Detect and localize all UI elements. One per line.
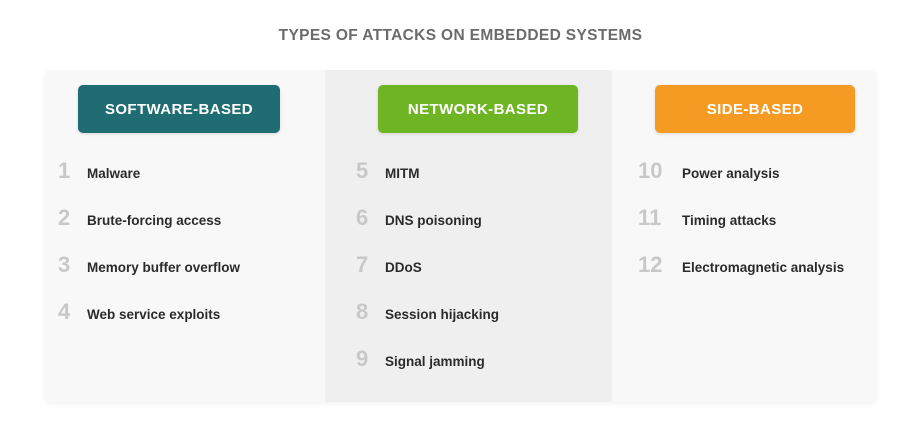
list-item-label: Brute-forcing access <box>87 213 222 228</box>
list-item-number: 9 <box>356 346 369 371</box>
list-item: 3 Memory buffer overflow <box>58 254 240 301</box>
list-item-number: 6 <box>356 205 369 230</box>
list-item: 4 Web service exploits <box>58 301 240 348</box>
list-side-based: 10 Power analysis 11 Timing attacks 12 E… <box>638 160 844 301</box>
list-item: 1 Malware <box>58 160 240 207</box>
list-item-label: Electromagnetic analysis <box>682 260 845 275</box>
list-item-label: DNS poisoning <box>385 213 482 228</box>
list-item-number: 11 <box>638 205 662 230</box>
list-item-number: 7 <box>356 252 369 277</box>
list-item-number: 10 <box>638 158 663 183</box>
list-item-number: 2 <box>58 205 71 230</box>
list-item-label: Timing attacks <box>682 213 777 228</box>
list-item-number: 3 <box>58 252 71 277</box>
list-software-based: 1 Malware 2 Brute-forcing access 3 Memor… <box>58 160 240 348</box>
list-item: 5 MITM <box>356 160 499 207</box>
list-item-label: Power analysis <box>682 166 780 181</box>
list-item-number: 5 <box>356 158 369 183</box>
column-header-software-based: SOFTWARE-BASED <box>78 85 280 133</box>
column-header-network-based: NETWORK-BASED <box>378 85 578 133</box>
list-item-label: Memory buffer overflow <box>87 260 241 275</box>
list-item-label: Session hijacking <box>385 307 500 322</box>
list-item: 9 Signal jamming <box>356 348 499 395</box>
list-item: 12 Electromagnetic analysis <box>638 254 844 301</box>
list-item-label: Web service exploits <box>87 307 221 322</box>
list-item-label: Signal jamming <box>385 354 485 369</box>
list-item: 6 DNS poisoning <box>356 207 499 254</box>
list-item-number: 8 <box>356 299 369 324</box>
list-item: 10 Power analysis <box>638 160 844 207</box>
list-item-label: Malware <box>87 166 141 181</box>
list-item: 11 Timing attacks <box>638 207 844 254</box>
list-item-number: 4 <box>58 299 71 324</box>
list-item-number: 12 <box>638 252 663 277</box>
page-title: TYPES OF ATTACKS ON EMBEDDED SYSTEMS <box>278 27 643 44</box>
list-item-label: DDoS <box>385 260 422 275</box>
column-header-side-based: SIDE-BASED <box>655 85 855 133</box>
list-item-number: 1 <box>58 158 71 183</box>
list-item: 8 Session hijacking <box>356 301 499 348</box>
list-item-label: MITM <box>385 166 420 181</box>
list-network-based: 5 MITM 6 DNS poisoning 7 DDoS 8 Session … <box>356 160 499 395</box>
list-item: 7 DDoS <box>356 254 499 301</box>
list-item: 2 Brute-forcing access <box>58 207 240 254</box>
